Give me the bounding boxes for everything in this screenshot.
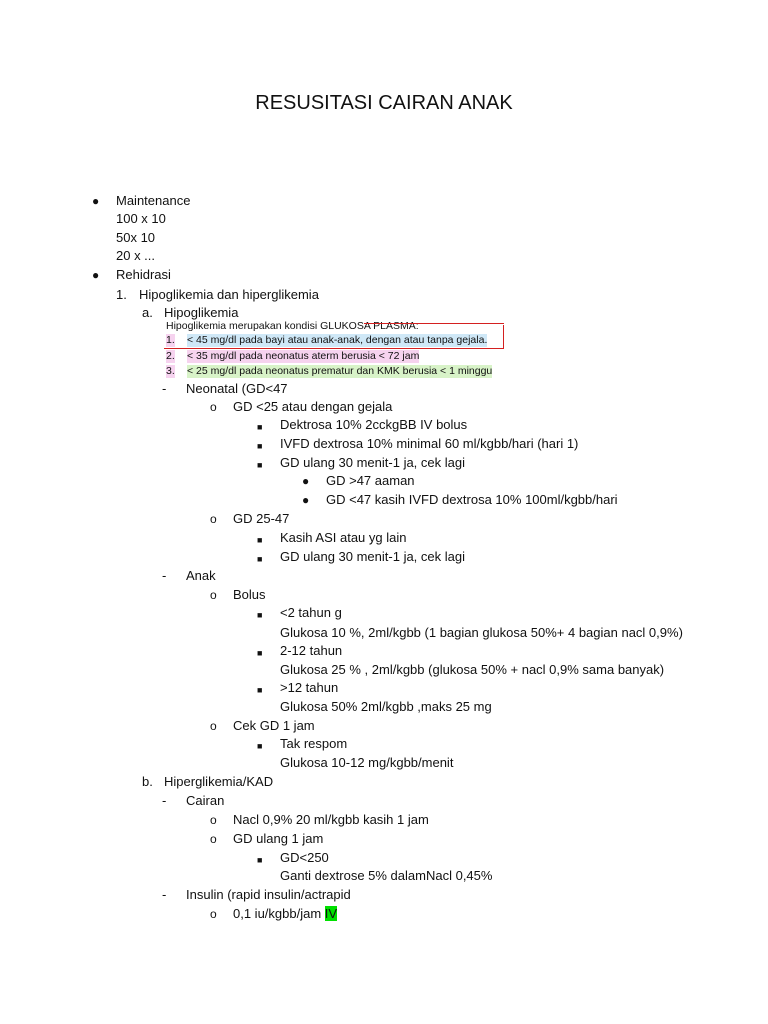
- glukosa1012-text: Glukosa 10-12 mg/kgbb/menit: [280, 755, 454, 770]
- bullet-dot: ●: [92, 268, 100, 282]
- circle-marker: o: [210, 400, 217, 414]
- bolus-label: Bolus: [233, 587, 266, 602]
- embedded-head: Hipoglikemia merupakan kondisi GLUKOSA P…: [166, 320, 419, 332]
- embedded-num-1: 1.: [166, 334, 175, 347]
- square-marker: ■: [257, 441, 263, 451]
- list-letter: b.: [142, 774, 153, 789]
- dektrosa-text: Dektrosa 10% 2cckgBB IV bolus: [280, 417, 468, 432]
- dash-marker: -: [162, 568, 167, 583]
- neonatal-label: Neonatal (GD<47: [186, 381, 288, 396]
- red-annotation-top: [364, 323, 504, 324]
- square-marker: ■: [257, 422, 263, 432]
- square-marker: ■: [257, 855, 263, 865]
- bolus2-age: 2-12 tahun: [280, 643, 343, 658]
- cekgd-text: Cek GD 1 jam: [233, 718, 315, 733]
- circle-marker: o: [210, 719, 217, 733]
- maintenance-line: 100 x 10: [116, 211, 166, 226]
- nacl-text: Nacl 0,9% 20 ml/kgbb kasih 1 jam: [233, 812, 429, 827]
- bullet-dot: ●: [302, 493, 310, 507]
- bolus2-dose: Glukosa 25 % , 2ml/kgbb (glukosa 50% + n…: [280, 662, 665, 677]
- dash-marker: -: [162, 887, 167, 902]
- ganti-text: Ganti dextrose 5% dalamNacl 0,45%: [280, 868, 493, 883]
- gd25-text: GD <25 atau dengan gejala: [233, 399, 393, 414]
- embedded-num-3: 3.: [166, 365, 175, 378]
- maintenance-line: 20 x ...: [116, 248, 156, 263]
- insulin-label: Insulin (rapid insulin/actrapid: [186, 887, 351, 902]
- circle-marker: o: [210, 907, 217, 921]
- bolus1-age: <2 tahun g: [280, 605, 342, 620]
- gdulang3-text: GD ulang 1 jam: [233, 831, 324, 846]
- square-marker: ■: [257, 648, 263, 658]
- dose-text: 0,1 iu/kgbb/jam: [233, 906, 325, 921]
- ivfd-text: IVFD dextrosa 10% minimal 60 ml/kgbb/har…: [280, 436, 579, 451]
- kasihasi-text: Kasih ASI atau yg lain: [280, 530, 407, 545]
- gd47kasih-text: GD <47 kasih IVFD dextrosa 10% 100ml/kgb…: [326, 492, 618, 507]
- embedded-item-2: < 35 mg/dl pada neonatus aterm berusia <…: [187, 350, 420, 363]
- square-marker: ■: [257, 685, 263, 695]
- circle-marker: o: [210, 588, 217, 602]
- maintenance-label: Maintenance: [116, 193, 191, 208]
- dose-route-highlight: IV: [324, 906, 338, 921]
- dash-marker: -: [162, 381, 167, 396]
- dash-marker: -: [162, 793, 167, 808]
- bullet-dot: ●: [92, 194, 100, 208]
- square-marker: ■: [257, 610, 263, 620]
- anak-label: Anak: [186, 568, 216, 583]
- hiper-label: Hiperglikemia/KAD: [164, 774, 274, 789]
- embedded-num-2: 2.: [166, 350, 175, 363]
- embedded-item-1: < 45 mg/dl pada bayi atau anak-anak, den…: [187, 334, 488, 347]
- maintenance-line: 50x 10: [116, 230, 156, 245]
- rehidrasi-label: Rehidrasi: [116, 267, 171, 282]
- red-annotation-box: [164, 325, 504, 349]
- bolus3-age: >12 tahun: [280, 680, 339, 695]
- square-marker: ■: [257, 535, 263, 545]
- embedded-item-3: < 25 mg/dl pada neonatus prematur dan KM…: [187, 365, 493, 378]
- gdulang1-text: GD ulang 30 menit-1 ja, cek lagi: [280, 455, 465, 470]
- bolus1-dose: Glukosa 10 %, 2ml/kgbb (1 bagian glukosa…: [280, 625, 683, 640]
- takrespom-text: Tak respom: [280, 736, 348, 751]
- cairan-label: Cairan: [186, 793, 225, 808]
- square-marker: ■: [257, 554, 263, 564]
- bolus3-dose: Glukosa 50% 2ml/kgbb ,maks 25 mg: [280, 699, 492, 714]
- embedded-definition-image: Hipoglikemia merupakan kondisi GLUKOSA P…: [164, 320, 524, 382]
- page-title: RESUSITASI CAIRAN ANAK: [255, 92, 513, 114]
- bullet-dot: ●: [302, 474, 310, 488]
- square-marker: ■: [257, 460, 263, 470]
- gd47aman-text: GD >47 aaman: [326, 473, 415, 488]
- gd2547-text: GD 25-47: [233, 511, 290, 526]
- item1-text: Hipoglikemia dan hiperglikemia: [139, 287, 319, 302]
- list-number: 1.: [116, 287, 127, 302]
- item1a-text: Hipoglikemia: [164, 305, 239, 320]
- gdulang2-text: GD ulang 30 menit-1 ja, cek lagi: [280, 549, 465, 564]
- circle-marker: o: [210, 813, 217, 827]
- gd250-text: GD<250: [280, 850, 329, 865]
- list-letter: a.: [142, 305, 153, 320]
- square-marker: ■: [257, 741, 263, 751]
- dose-line: 0,1 iu/kgbb/jam IV: [233, 906, 338, 922]
- circle-marker: o: [210, 832, 217, 846]
- circle-marker: o: [210, 512, 217, 526]
